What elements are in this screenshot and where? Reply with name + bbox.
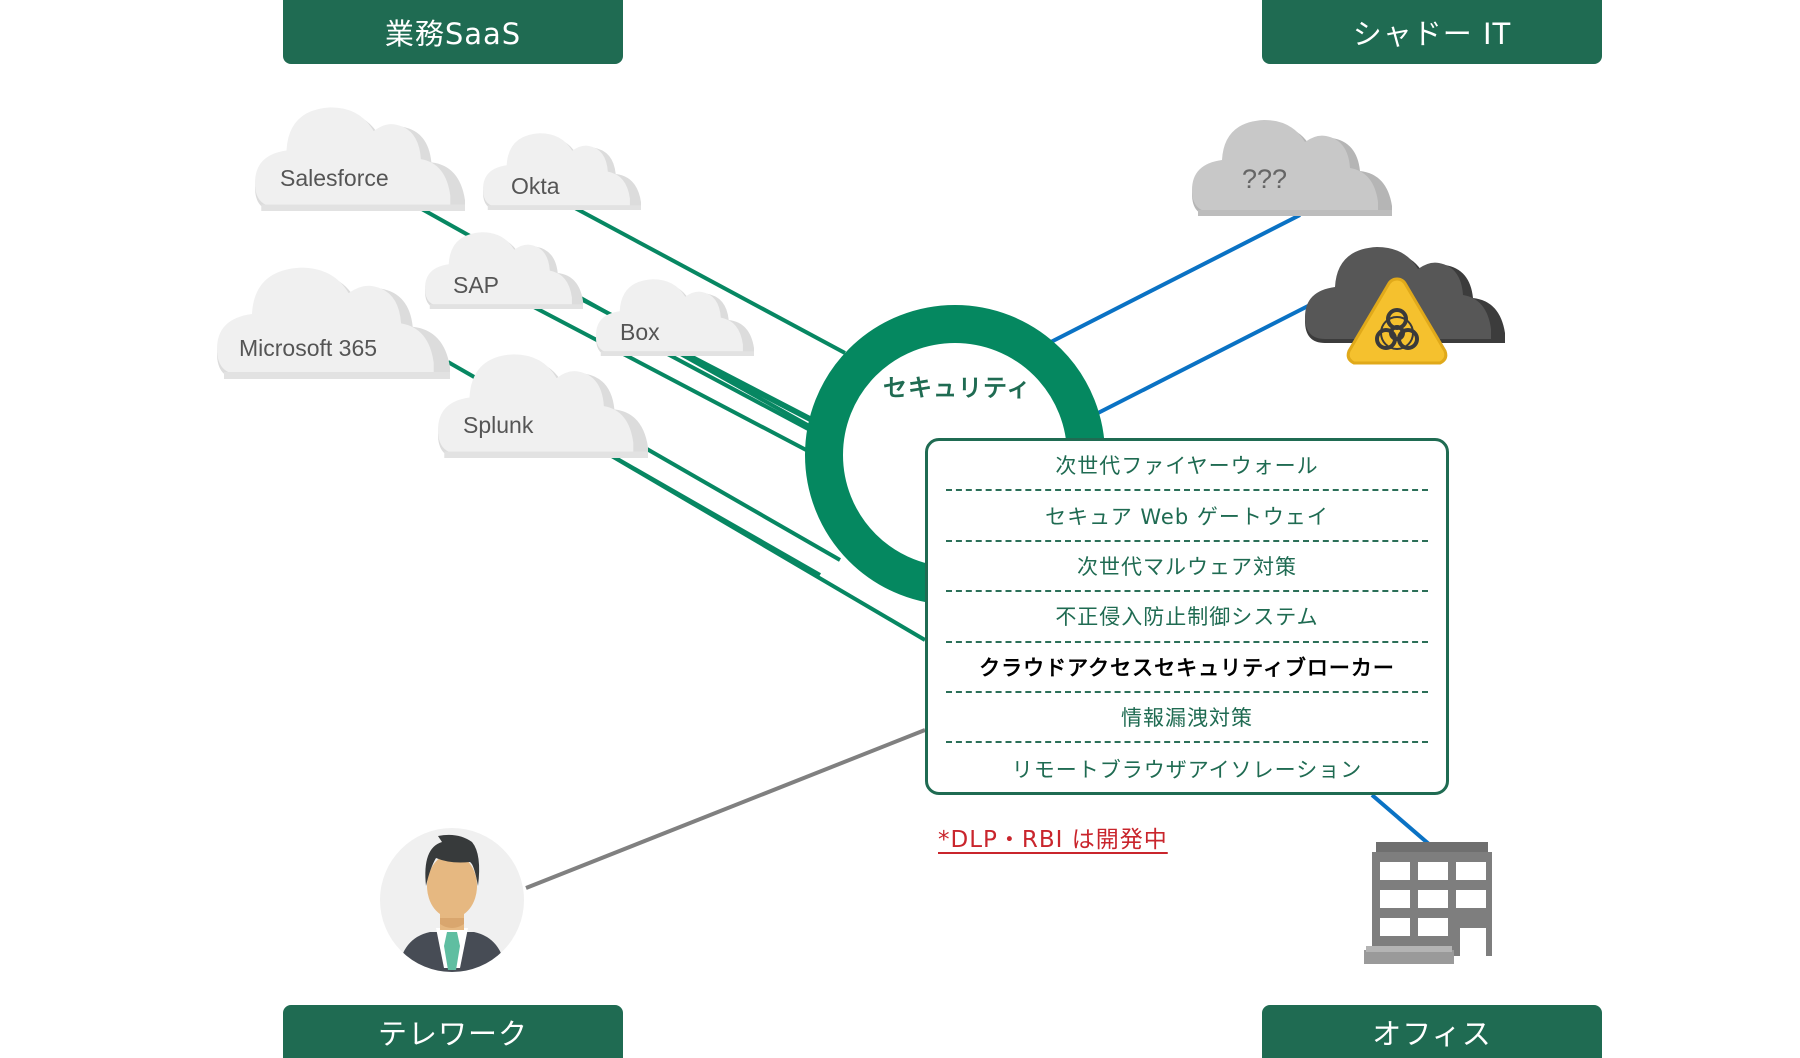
biohazard-icon [1346, 277, 1448, 365]
person-avatar-icon [380, 828, 524, 972]
line-box-1 [659, 348, 811, 432]
cloud-icon [255, 107, 465, 211]
cloud-salesforce: Salesforce [255, 103, 465, 215]
header-business-saas: 業務SaaS [283, 0, 623, 64]
service-item-rbi: リモートブラウザアイソレーション [1011, 757, 1363, 782]
service-item-dlp: 情報漏洩対策 [946, 693, 1428, 744]
cloud-label: SAP [453, 272, 500, 298]
service-item-casb: クラウドアクセスセキュリティブローカー [946, 643, 1428, 693]
cloud-microsoft365: Microsoft 365 [217, 263, 450, 383]
cloud-label: ??? [1242, 164, 1288, 194]
cloud-icon [1192, 120, 1392, 216]
cloud-box: Box [596, 276, 754, 360]
header-office: オフィス [1262, 1005, 1602, 1058]
office-building-icon [1364, 842, 1492, 964]
line-splunk-1 [639, 443, 841, 562]
line-office [1370, 793, 1432, 847]
cloud-malicious [1305, 243, 1505, 365]
cloud-okta: Okta [483, 130, 641, 214]
cloud-label: Microsoft 365 [239, 335, 378, 361]
service-item-ngfw: 次世代ファイヤーウォール [946, 441, 1428, 492]
cloud-label: Salesforce [280, 165, 389, 191]
cloud-icon [483, 133, 641, 210]
line-splunk-2 [608, 453, 927, 642]
cloud-sap: SAP [425, 229, 583, 313]
line-telework [525, 728, 926, 890]
security-services-box: 次世代ファイヤーウォール セキュア Web ゲートウェイ 次世代マルウェア対策 … [925, 438, 1449, 795]
service-item-ngav: 次世代マルウェア対策 [946, 542, 1428, 593]
security-label: セキュリティ [883, 374, 1032, 402]
cloud-label: Splunk [463, 412, 534, 438]
cloud-unknown: ??? [1192, 116, 1392, 220]
cloud-splunk: Splunk [438, 350, 648, 462]
line-sap-2 [529, 303, 811, 454]
service-item-swg: セキュア Web ゲートウェイ [946, 491, 1428, 542]
line-okta [574, 206, 846, 355]
line-box-2 [674, 348, 811, 422]
service-item-ips: 不正侵入防止制御システム [946, 592, 1428, 643]
cloud-label: Okta [511, 173, 560, 199]
cloud-label: Box [620, 319, 660, 345]
cloud-icon [438, 354, 648, 458]
header-shadow-it: シャドー IT [1262, 0, 1602, 64]
line-hazard-cloud [1097, 303, 1311, 415]
line-unknown-cloud [1044, 213, 1301, 347]
header-telework: テレワーク [283, 1005, 623, 1058]
development-note: *DLP・RBI は開発中 [938, 827, 1168, 853]
